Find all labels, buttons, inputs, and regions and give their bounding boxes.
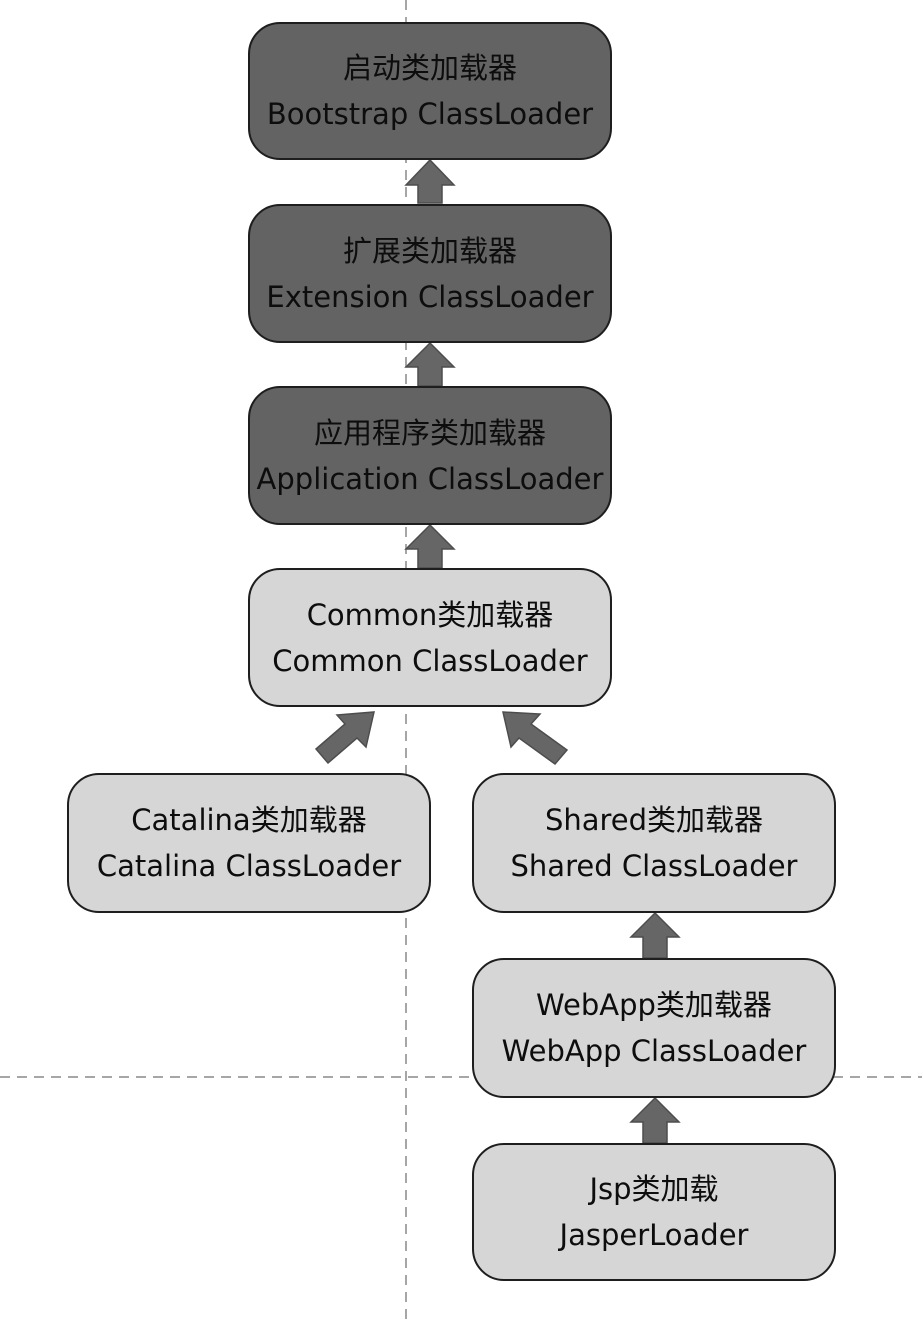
jsp-en-label: JasperLoader xyxy=(559,1218,749,1252)
shared-classloader-box: Shared类加载器 Shared ClassLoader xyxy=(472,773,836,913)
catalina-zh-label: Catalina类加载器 xyxy=(131,803,367,837)
common-classloader-box: Common类加载器 Common ClassLoader xyxy=(248,568,612,707)
webapp-en-label: WebApp ClassLoader xyxy=(501,1034,807,1068)
jsp-zh-label: Jsp类加载 xyxy=(589,1172,719,1206)
jsp-classloader-box: Jsp类加载 JasperLoader xyxy=(472,1143,836,1281)
webapp-zh-label: WebApp类加载器 xyxy=(536,988,772,1022)
arrow-common-to-application xyxy=(404,523,456,569)
shared-zh-label: Shared类加载器 xyxy=(544,803,764,837)
webapp-classloader-box: WebApp类加载器 WebApp ClassLoader xyxy=(472,958,836,1098)
extension-zh-label: 扩展类加载器 xyxy=(342,233,517,268)
bootstrap-classloader-box: 启动类加载器 Bootstrap ClassLoader xyxy=(248,22,612,160)
common-zh-label: Common类加载器 xyxy=(306,597,554,632)
arrow-application-to-extension xyxy=(404,341,456,387)
application-classloader-box: 应用程序类加载器 Application ClassLoader xyxy=(248,386,612,525)
catalina-classloader-box: Catalina类加载器 Catalina ClassLoader xyxy=(67,773,431,913)
arrow-extension-to-bootstrap xyxy=(404,158,456,204)
shared-en-label: Shared ClassLoader xyxy=(510,849,798,883)
arrow-catalina-to-common xyxy=(314,711,375,765)
application-zh-label: 应用程序类加载器 xyxy=(313,415,546,450)
application-en-label: Application ClassLoader xyxy=(256,461,604,496)
bootstrap-zh-label: 启动类加载器 xyxy=(342,51,517,85)
catalina-en-label: Catalina ClassLoader xyxy=(96,849,402,883)
common-en-label: Common ClassLoader xyxy=(272,643,588,678)
extension-classloader-box: 扩展类加载器 Extension ClassLoader xyxy=(248,204,612,343)
arrow-webapp-to-shared xyxy=(629,911,681,959)
bootstrap-en-label: Bootstrap ClassLoader xyxy=(266,97,594,131)
extension-en-label: Extension ClassLoader xyxy=(266,279,594,314)
arrow-jsp-to-webapp xyxy=(629,1096,681,1144)
arrow-shared-to-common xyxy=(502,711,569,766)
